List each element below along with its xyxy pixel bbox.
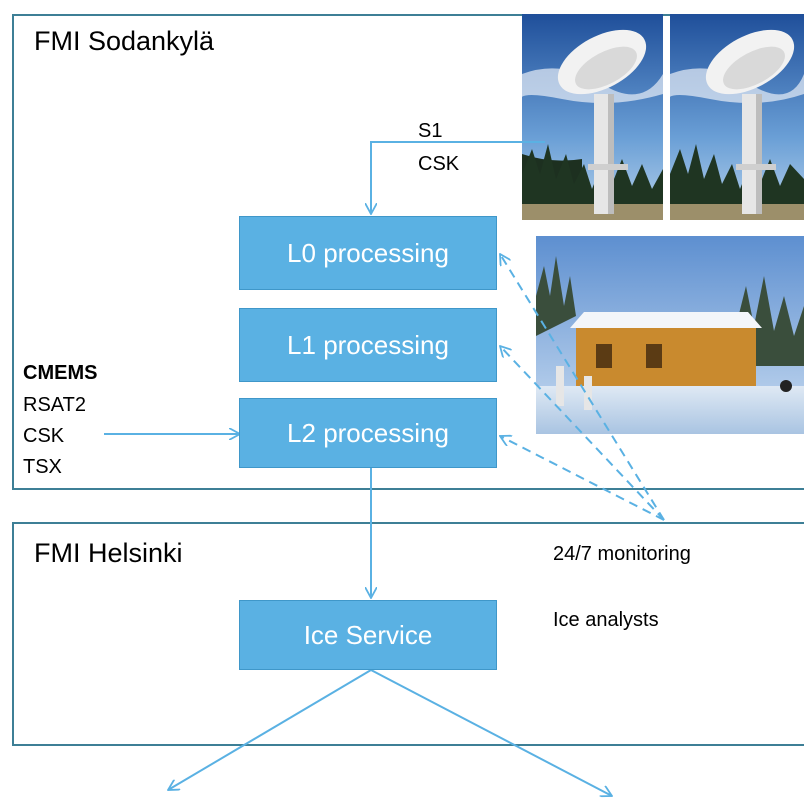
cmems-tsx: TSX	[23, 456, 62, 478]
monitoring-label: 24/7 monitoring	[553, 543, 691, 565]
cmems-csk: CSK	[23, 425, 65, 447]
input-csk: CSK	[418, 153, 460, 175]
cmems-rsat2: RSAT2	[23, 394, 86, 416]
ice-analysts-label: Ice analysts	[553, 609, 659, 631]
l0-processing-box: L0 processing	[239, 216, 497, 290]
cmems-title: CMEMS	[23, 362, 98, 384]
region-fmi-helsinki	[12, 522, 804, 746]
l1-processing-box: L1 processing	[239, 308, 497, 382]
ice-service-box: Ice Service	[239, 600, 497, 670]
region-title-helsinki: FMI Helsinki	[34, 538, 183, 568]
input-s1: S1	[418, 120, 443, 142]
station-building-photo	[536, 236, 804, 434]
satellite-dish-photo	[670, 14, 804, 220]
l2-processing-box: L2 processing	[239, 398, 497, 468]
satellite-dish-photo	[522, 14, 663, 220]
region-title-sodankyla: FMI Sodankylä	[34, 26, 215, 56]
region-fmi-sodankyla	[12, 14, 804, 490]
